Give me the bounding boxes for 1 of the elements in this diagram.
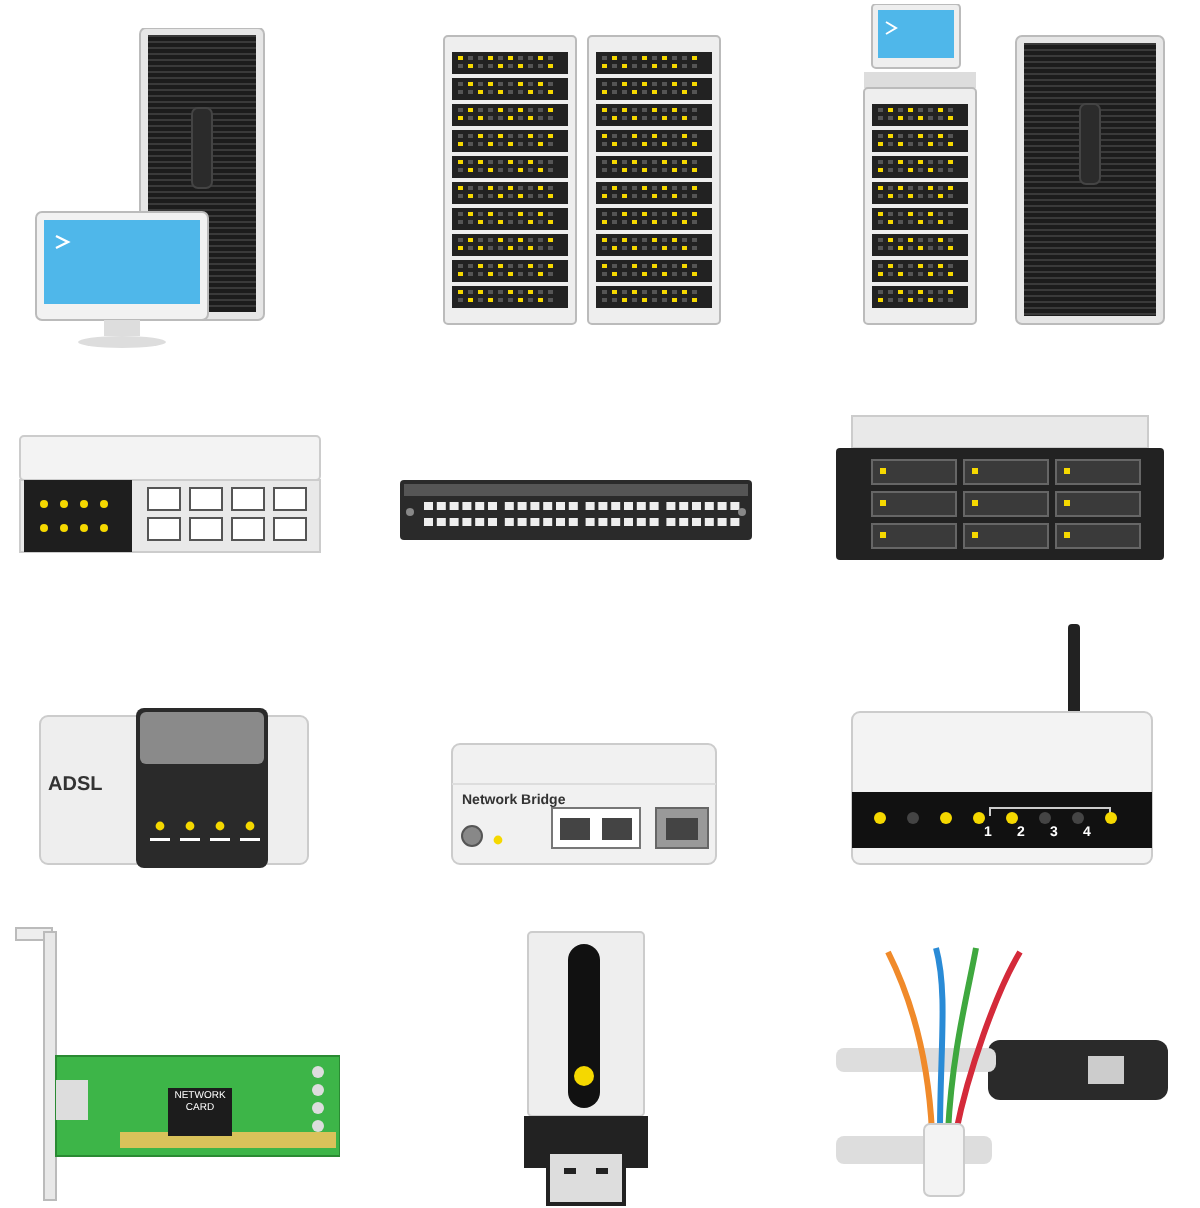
device-label: ADSL	[48, 772, 103, 800]
